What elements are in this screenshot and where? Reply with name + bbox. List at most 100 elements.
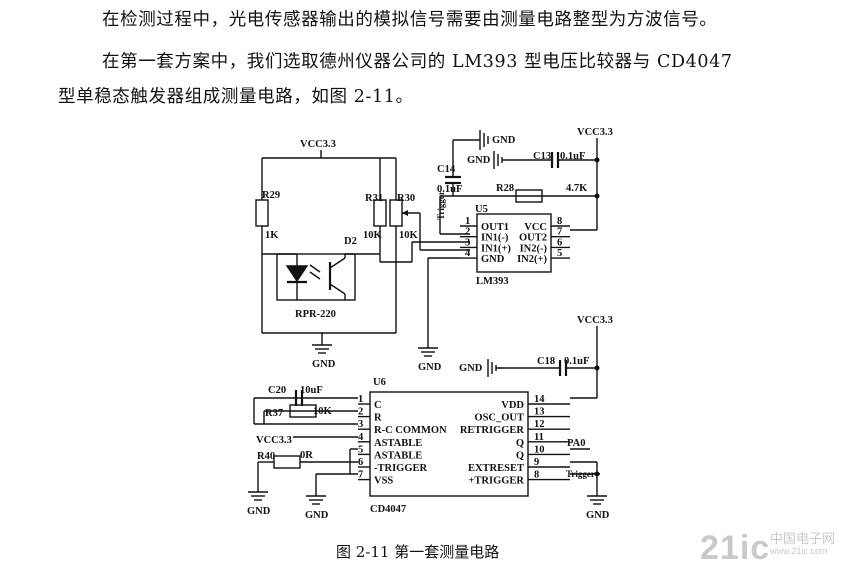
cd4047-pin-label-left-5: ASTABLE: [374, 450, 422, 461]
r37-value: 10K: [313, 406, 333, 417]
paragraph-1: 在检测过程中，光电传感器输出的模拟信号需要由测量电路整型为方波信号。: [102, 10, 718, 30]
cd4047-pin-label-left-2: R: [374, 413, 382, 424]
cd4047-pin-num-right-3: 12: [534, 419, 545, 430]
cd4047-pin-label-left-4: ASTABLE: [374, 438, 422, 449]
lm393-pin-num-left-4: 4: [465, 248, 471, 259]
r40-value: 0R: [300, 450, 313, 461]
lm393-pin-label-left-4: GND: [481, 254, 505, 265]
led-diode: [285, 265, 309, 283]
r28-value: 4.7K: [566, 183, 588, 194]
cd4047-pin-num-right-4: 11: [534, 432, 544, 443]
gnd-label-c18: GND: [459, 363, 483, 374]
paragraph-2-line-2: 型单稳态触发器组成测量电路，如图 2-11。: [58, 87, 414, 107]
r40-label: R40: [257, 451, 275, 462]
lm393-pin-num-left-3: 3: [465, 237, 470, 248]
cd4047-pin-num-right-5: 10: [534, 444, 545, 455]
cd4047-pin-num-left-1: 1: [358, 394, 363, 405]
c14-value: 0.1uF: [437, 184, 462, 195]
c18-value: 0.1uF: [564, 356, 589, 367]
r31-value: 10K: [363, 230, 383, 241]
paragraph-2-line-1: 在第一套方案中，我们选取德州仪器公司的 LM393 型电压比较器与 CD4047: [102, 52, 733, 72]
cd4047-pin-num-left-4: 4: [358, 432, 364, 443]
pa0-label: PA0: [567, 438, 585, 449]
vcc-label-astable: VCC3.3: [256, 435, 292, 446]
r31-label: R31: [365, 193, 383, 204]
watermark-subtext: 中国电子网 www.21ic.com: [770, 532, 835, 558]
cd4047-pin-label-left-7: VSS: [374, 476, 393, 487]
cd4047-pin-num-right-6: 9: [534, 457, 539, 468]
watermark-sub1: 中国电子网: [770, 531, 836, 546]
watermark-sub2: www.21ic.com: [770, 546, 828, 556]
lm393-pin-num-right-4: 5: [557, 248, 562, 259]
r29-resistor: [255, 199, 269, 227]
cd4047-pin-num-left-3: 3: [358, 419, 363, 430]
gnd-label-vss: GND: [305, 510, 329, 521]
cd4047-pin-num-left-2: 2: [358, 407, 363, 418]
lm393-name: LM393: [476, 276, 509, 287]
cd4047-pin-num-left-6: 6: [358, 457, 363, 468]
lm393-pin-label-right-3: IN2(-): [520, 243, 548, 254]
gnd-label-extreset: GND: [586, 510, 610, 521]
lm393-pin-label-left-1: OUT1: [481, 222, 509, 233]
cd4047-pin-num-right-7: 8: [534, 470, 539, 481]
r30-label: R30: [397, 193, 415, 204]
cd4047-name: CD4047: [370, 504, 406, 515]
lm393-chip: [476, 213, 552, 273]
u6-label: U6: [373, 377, 386, 388]
r29-value: 1K: [265, 230, 279, 241]
c13-label: C13: [533, 151, 551, 162]
cd4047-chip: [369, 391, 529, 497]
cd4047-pin-num-right-1: 14: [534, 394, 545, 405]
r37-label: R37: [265, 408, 283, 419]
cd4047-pin-label-right-7: +TRIGGER: [468, 476, 524, 487]
rpr220-label: RPR-220: [295, 309, 336, 320]
gnd-label-c13: GND: [467, 155, 491, 166]
r28-resistor: [515, 189, 543, 203]
lm393-pin-label-left-3: IN1(+): [481, 243, 511, 254]
cd4047-pin-label-right-2: OSC_OUT: [474, 413, 524, 424]
cd4047-pin-num-left-7: 7: [358, 470, 363, 481]
cd4047-pin-label-right-1: VDD: [501, 400, 524, 411]
lm393-pin-label-right-2: OUT2: [519, 233, 547, 244]
c13-value: 0.1uF: [560, 151, 585, 162]
c20-value: 10uF: [300, 385, 323, 396]
gnd-label-r40: GND: [247, 506, 271, 517]
r37-resistor: [289, 404, 317, 418]
cd4047-pin-num-right-2: 13: [534, 407, 545, 418]
lm393-pin-num-right-1: 8: [557, 216, 562, 227]
c14-label: C14: [437, 164, 456, 175]
cd4047-pin-label-left-6: -TRIGGER: [374, 463, 428, 474]
lm393-pin-num-right-2: 7: [557, 227, 562, 238]
figure-caption: 图 2-11 第一套测量电路: [336, 543, 500, 561]
r28-label: R28: [496, 183, 514, 194]
gnd-label-sensor: GND: [312, 359, 336, 370]
vcc-label-cd4047: VCC3.3: [577, 315, 613, 326]
lm393-pin-num-left-2: 2: [465, 227, 470, 238]
cd4047-pin-label-right-4: Q: [516, 438, 524, 449]
r29-label: R29: [262, 190, 280, 201]
c18-label: C18: [537, 356, 555, 367]
cd4047-pin-label-right-6: EXTRESET: [468, 463, 524, 474]
r30-value: 10K: [399, 230, 419, 241]
c20-label: C20: [268, 385, 286, 396]
cd4047-pin-label-right-3: RETRIGGER: [460, 425, 525, 436]
u5-label: U5: [475, 204, 488, 215]
d2-label: D2: [344, 236, 357, 247]
lm393-pin-num-left-1: 1: [465, 216, 470, 227]
gnd-label-lm393: GND: [418, 362, 442, 373]
cd4047-pin-label-left-3: R-C COMMON: [374, 425, 447, 436]
trigger-net-label: Trigger: [436, 191, 446, 220]
lm393-pin-label-left-2: IN1(-): [481, 233, 509, 244]
lm393-pin-label-right-4: IN2(+): [517, 254, 547, 265]
lm393-pin-label-right-1: VCC: [524, 222, 547, 233]
vcc-label-lm393: VCC3.3: [577, 127, 613, 138]
lm393-pin-num-right-3: 6: [557, 237, 562, 248]
cd4047-pin-label-left-1: C: [374, 400, 382, 411]
gnd-label-c14: GND: [492, 135, 516, 146]
trigger-label: Trigger: [566, 469, 595, 479]
rpr220-sensor: [276, 253, 356, 301]
vcc-label-sensor: VCC3.3: [300, 139, 336, 150]
cd4047-pin-label-right-5: Q: [516, 450, 524, 461]
r40-resistor: [273, 455, 301, 469]
